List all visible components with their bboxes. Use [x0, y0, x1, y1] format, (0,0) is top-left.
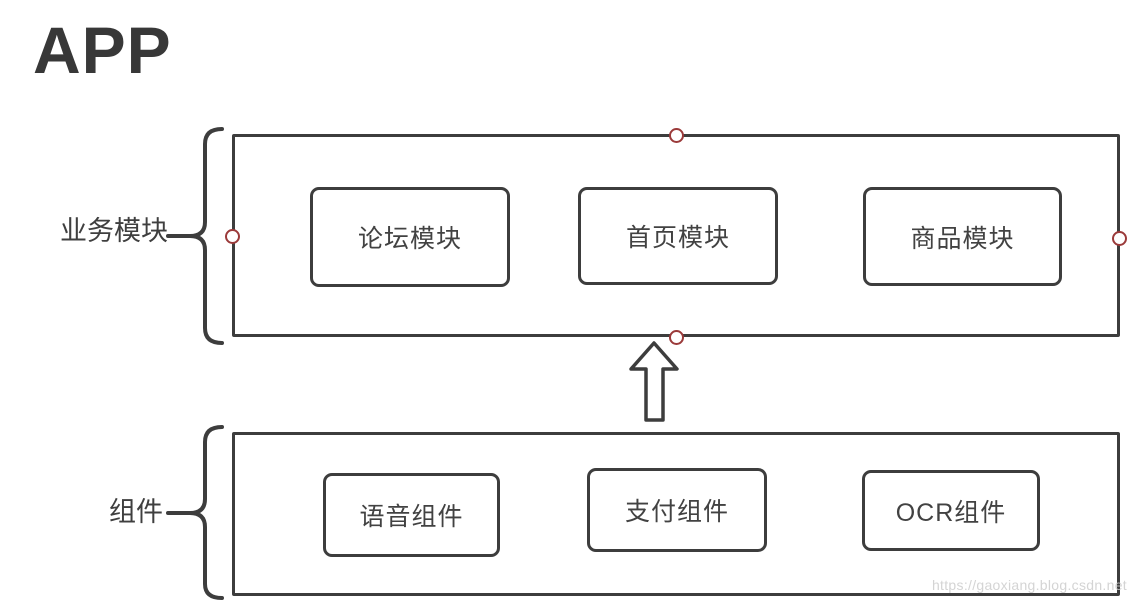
box-voice-component-label: 语音组件 [359, 503, 464, 531]
connection-point-right-icon [1111, 230, 1127, 246]
connection-point-bottom-icon [668, 329, 684, 345]
box-voice-component: 语音组件 [323, 473, 500, 557]
box-product-module-label: 商品模块 [910, 224, 1015, 253]
up-arrow-icon [629, 341, 679, 422]
box-home-module-label: 首页模块 [625, 224, 730, 252]
connection-point-left-icon [224, 228, 240, 244]
box-ocr-component: OCR组件 [862, 470, 1040, 551]
box-ocr-component-label: OCR组件 [895, 498, 1007, 527]
curly-brace-business [166, 127, 224, 345]
app-title: APP [33, 13, 172, 87]
group-label-business: 业务模块 [60, 216, 168, 246]
container-components [232, 432, 1120, 596]
group-label-components: 组件 [109, 497, 163, 527]
box-payment-component: 支付组件 [587, 468, 767, 552]
box-product-module: 商品模块 [863, 187, 1062, 286]
box-payment-component-label: 支付组件 [624, 498, 729, 526]
curly-brace-components [166, 425, 224, 600]
box-home-module: 首页模块 [578, 187, 778, 285]
box-forum-module-label: 论坛模块 [357, 225, 462, 253]
box-forum-module: 论坛模块 [310, 187, 510, 287]
connection-point-top-icon [668, 127, 684, 143]
watermark: https://gaoxiang.blog.csdn.net [931, 577, 1127, 593]
